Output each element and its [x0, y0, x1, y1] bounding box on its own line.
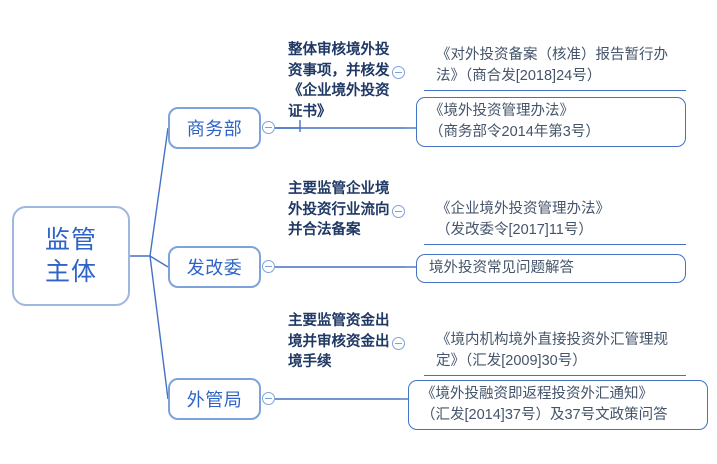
branch-description-safe: 主要监管资金出境并审核资金出境手续 — [288, 313, 390, 371]
branch-label: 商务部 — [186, 119, 243, 139]
root-label: 监管 主体 — [44, 226, 97, 286]
leaf-item[interactable]: 《企业境外投资管理办法》 （发改委令[2017]11号） — [424, 196, 686, 246]
leaf-item[interactable]: 《境外投融资即返程投资外汇通知》 （汇发[2014]37号）及37号文政策问答 — [408, 380, 708, 431]
collapse-minus-icon[interactable] — [392, 66, 405, 79]
leaf-item[interactable]: 境外投资常见问题解答 — [416, 254, 686, 284]
collapse-minus-icon[interactable] — [392, 205, 405, 218]
branch-description-commerce: 整体审核境外投资事项，并核发《企业境外投资证书》 — [288, 42, 390, 120]
root-node[interactable]: 监管 主体 — [12, 206, 130, 306]
branch-label: 外管局 — [186, 390, 243, 410]
leaf-item[interactable]: 《境外投资管理办法》 （商务部令2014年第3号） — [416, 97, 686, 148]
collapse-minus-icon[interactable] — [262, 121, 275, 134]
branch-description-ndrc: 主要监管企业境外投资行业流向并合法备案 — [288, 181, 390, 239]
branch-node-commerce[interactable]: 商务部 — [168, 107, 261, 149]
collapse-minus-icon[interactable] — [392, 337, 405, 350]
branch-node-safe[interactable]: 外管局 — [168, 378, 261, 420]
branch-label: 发改委 — [186, 258, 243, 278]
branch-node-ndrc[interactable]: 发改委 — [168, 246, 261, 288]
leaf-item[interactable]: 《对外投资备案（核准）报告暂行办法》（商合发[2018]24号） — [424, 42, 686, 92]
leaf-item[interactable]: 《境内机构境外直接投资外汇管理规定》（汇发[2009]30号） — [424, 327, 686, 377]
collapse-minus-icon[interactable] — [262, 260, 275, 273]
collapse-minus-icon[interactable] — [262, 392, 275, 405]
